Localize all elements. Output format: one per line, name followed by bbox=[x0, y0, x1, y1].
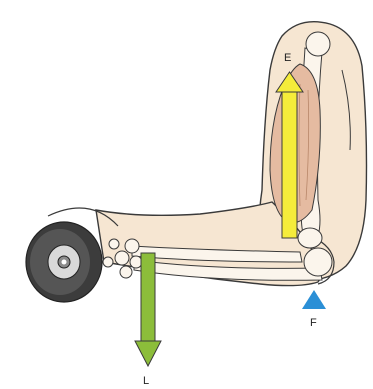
load-label: L bbox=[143, 375, 149, 387]
down-arrow-icon bbox=[135, 341, 161, 366]
effort-label: E bbox=[284, 52, 291, 64]
fulcrum-label: F bbox=[310, 317, 317, 329]
triangle-icon bbox=[302, 290, 326, 309]
